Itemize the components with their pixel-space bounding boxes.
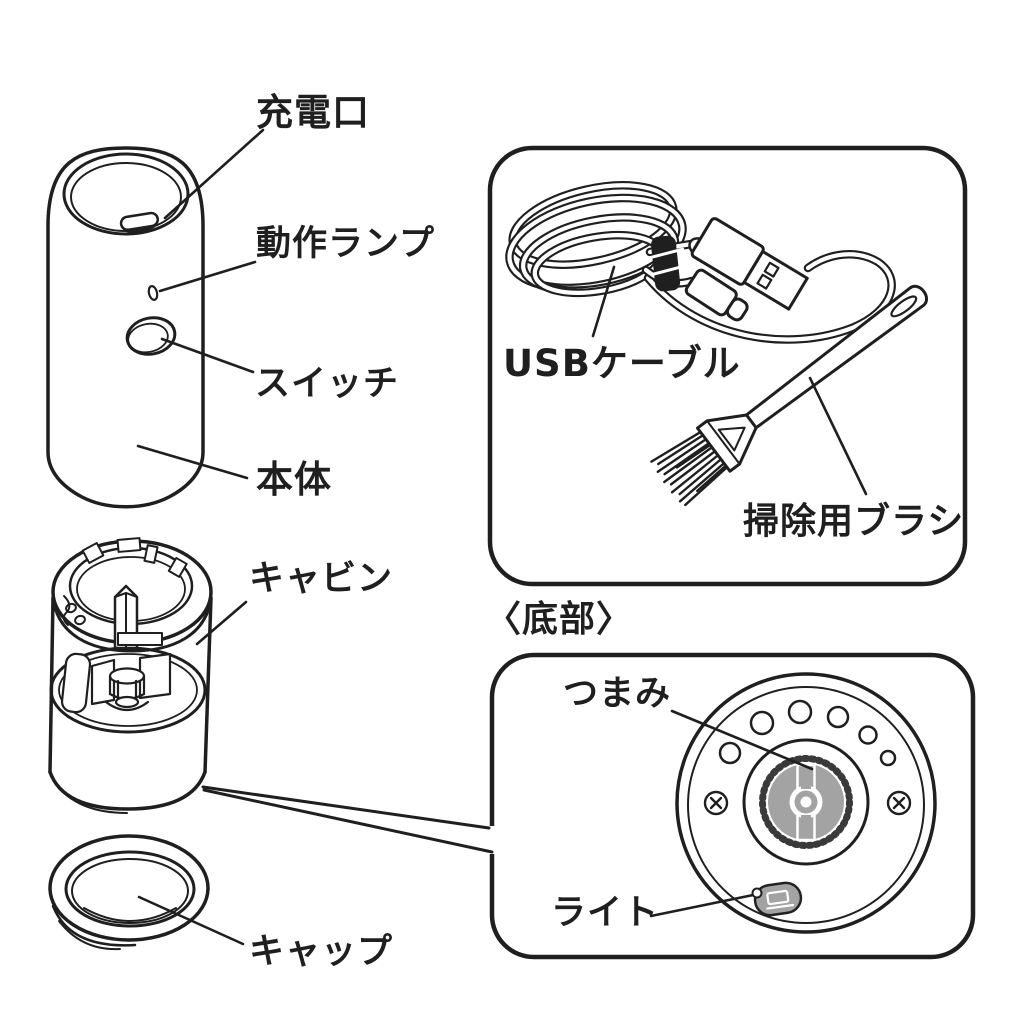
leader-lines [136,128,868,946]
bottom-view-panel [486,652,976,960]
panel-border-gap [486,826,499,854]
cabin-rim-hole-2 [74,614,86,626]
leader-main-body [136,444,249,480]
brush-handle [744,284,929,430]
cable-coil [505,181,687,298]
connector-line-upper [201,785,491,830]
label-cap: キャップ [249,932,394,972]
cap-drawing [48,834,210,951]
label-switch: スイッチ [255,364,400,404]
leader-switch [160,337,255,374]
label-knob: つまみ [563,674,672,714]
cleaning-brush-drawing [650,284,929,507]
body-top-face [62,152,190,236]
leader-cabin [195,600,248,646]
label-main-body: 本体 [256,458,332,501]
usb-cable-drawing [505,181,896,344]
grinder-mechanism [60,652,172,714]
label-usb-cable: USBケーブル [503,342,741,385]
leader-knob [670,709,814,771]
knob-drawing [742,738,870,866]
leader-charging-port [163,128,265,220]
cabin-rim-hole-1 [65,602,77,614]
usb-a-connector [690,217,809,311]
cabin-rim-notches [81,537,188,578]
section-title-bottom: 〈底部〉 [485,599,634,640]
bottom-holes [718,699,897,767]
bottom-view-circle [675,672,937,934]
leader-cleaning-brush [808,376,868,496]
light-drawing [753,881,803,917]
cabin-bottom [48,770,207,811]
accessories-panel [487,145,968,587]
brush-hang-hole [890,295,918,318]
leader-cap [137,895,245,946]
switch-oval-inner [127,322,169,354]
label-operation-lamp: 動作ランプ [256,224,435,264]
leader-operation-lamp [158,260,257,293]
screw-right-icon [886,790,912,816]
brush-bristles [650,430,729,507]
cap-rim [64,850,196,928]
connector-line-lower [202,788,494,854]
light-leader-dot [751,887,763,899]
cap-skirt [51,904,137,947]
cabin-wall-right [203,596,213,774]
cabin-drawing [48,537,213,814]
leader-light [649,892,760,918]
cable-tie [648,235,686,292]
leader-usb-cable [591,265,616,338]
body-outline [46,146,205,509]
label-charging-port: 充電口 [256,91,370,134]
screw-left-icon [703,790,729,816]
cabin-rim-band [51,596,213,653]
cap-opening [71,858,189,924]
label-cleaning-brush: 掃除用ブラシ [743,501,965,542]
main-body-drawing [46,146,205,509]
operation-lamp-dot [147,285,159,301]
device-connector [684,268,749,322]
charging-port-slot [119,211,160,232]
label-light: ライト [551,893,660,933]
label-cabin: キャビン [249,559,394,599]
